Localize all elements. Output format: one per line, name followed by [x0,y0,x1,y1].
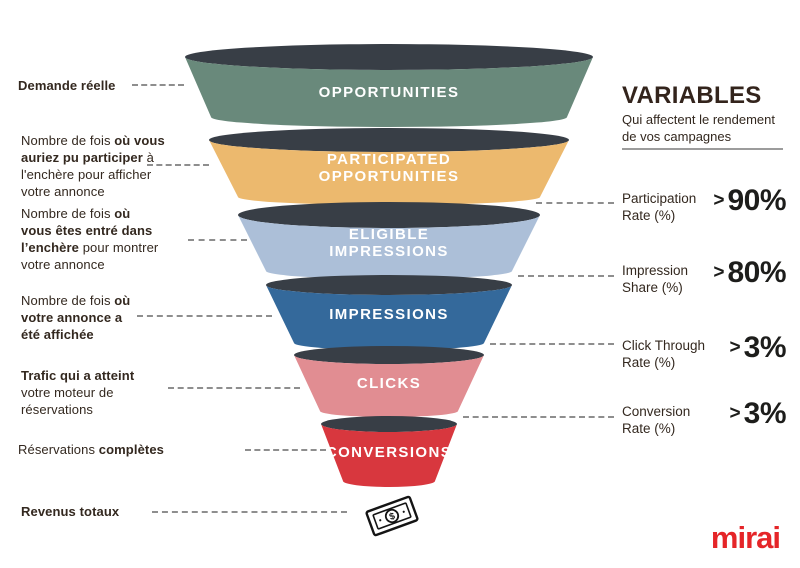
variables-subtitle: Qui affectent le rendement de vos campag… [622,112,775,144]
left-label-opportunities-note: Nombre de fois où vous auriez pu partici… [21,132,196,200]
left-label-text: Nombre de fois [21,133,115,148]
stage-label-impressions: IMPRESSIONS [329,306,449,323]
variable-label: Impression Share (%) [622,263,689,295]
left-label-impressions-note: Nombre de fois où votre annonce a été af… [21,292,196,343]
left-label-conversions-note: Réservations complètes [18,441,218,458]
left-label-demande-reelle: Demande réelle [18,77,148,94]
variable-value: >3% [729,331,787,365]
variable-row-conversion-rate: Conversion Rate (%) >3% [622,397,787,441]
connector-line-demande [132,84,184,86]
variable-value: >80% [713,256,786,290]
left-label-text: Réservations [18,442,99,457]
funnel-stage-clicks [294,346,484,417]
dollar-glyph: $ [388,511,397,523]
left-label-text: Nombre de fois [21,293,115,308]
connector-line-click-through-rate [490,343,614,345]
greater-than-symbol: > [729,403,741,424]
variable-number: 80% [727,256,786,289]
variable-row-impression-share: Impression Share (%) >80% [622,256,786,300]
variable-number: 3% [743,331,787,364]
money-icon: $ [365,495,419,537]
left-label-text: pour montrer votre annonce [21,240,159,272]
connector-line-eligible [188,239,247,241]
left-label-revenus-note: Revenus totaux [21,503,181,520]
left-label-text: où vous auriez pu participer [21,133,165,165]
variable-label: Click Through Rate (%) [622,338,706,370]
funnel-stage-opportunities [185,44,593,127]
stage-label-conversions: CONVERSIONS [325,444,453,461]
funnel-stage-participated-opportunities [209,128,569,205]
left-label-eligible-note: Nombre de fois où vous êtes entré dans l… [21,205,196,273]
left-label-text: Demande réelle [18,78,116,93]
variable-number: 3% [743,397,787,430]
greater-than-symbol: > [713,190,725,211]
funnel-stage-conversions [321,416,457,487]
mirai-logo: mirai [710,520,781,555]
greater-than-symbol: > [713,262,725,283]
connector-line-impressions [137,315,272,317]
left-label-text: où vous êtes entré dans l’enchère [21,206,153,255]
stage-label-opportunities: OPPORTUNITIES [318,84,460,101]
greater-than-symbol: > [729,337,741,358]
variable-row-participation-rate: Participation Rate (%) >90% [622,184,786,228]
connector-line-conversion-rate [463,416,614,418]
left-label-text: Trafic qui a atteint [21,368,135,383]
connector-line-participation-rate [536,202,614,204]
variable-label: Conversion Rate (%) [622,404,691,436]
left-label-text: Nombre de fois [21,206,115,221]
stage-label-eligible-impressions: ELIGIBLE IMPRESSIONS [329,226,449,260]
variables-separator [622,148,783,150]
connector-line-opportunities [147,164,209,166]
connector-line-clicks [168,387,300,389]
funnel-stage-eligible-impressions [238,202,540,279]
variable-value: >90% [713,184,786,218]
variable-row-click-through-rate: Click Through Rate (%) >3% [622,331,787,375]
left-label-text: où votre annonce a été affichée [21,293,131,342]
connector-line-revenus [152,511,347,513]
left-label-clicks-note: Trafic qui a atteint votre moteur de rés… [21,367,196,418]
variable-value: >3% [729,397,787,431]
left-label-text: à l'enchère pour afficher votre annonce [21,150,154,199]
left-label-text: Revenus totaux [21,504,120,519]
stage-label-clicks: CLICKS [356,375,422,392]
connector-line-conversions [245,449,326,451]
variables-title: VARIABLES [622,82,762,109]
left-label-text: complètes [98,442,164,457]
variable-label: Participation Rate (%) [622,191,697,223]
left-label-text: votre moteur de réservations [21,385,114,417]
connector-line-impression-share [518,275,614,277]
funnel-stage-impressions [266,275,512,350]
stage-label-participated-opportunities: PARTICIPATED OPPORTUNITIES [318,151,460,185]
variable-number: 90% [727,184,786,217]
